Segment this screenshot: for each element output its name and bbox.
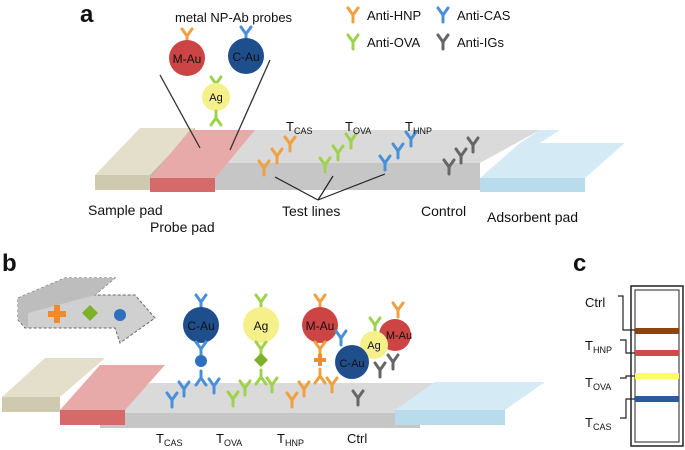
panel-a-label: a xyxy=(80,1,94,28)
panel-c-label: c xyxy=(573,250,586,277)
caption-control: Control xyxy=(421,203,466,219)
legend-a: Anti-HNP Anti-CAS Anti-OVA Anti-IGs xyxy=(346,6,511,51)
legend-item-anti-ova: Anti-OVA xyxy=(346,33,421,51)
sample-pad-a xyxy=(95,128,195,175)
complex-ova: Ag xyxy=(243,293,279,386)
strip-b xyxy=(2,358,545,428)
strip-b-labels: TCAS TOVA THNP Ctrl xyxy=(156,431,367,448)
complex-hnp: M-Au xyxy=(302,293,338,385)
tline-label-hnp: THNP xyxy=(405,119,432,136)
svg-text:Ctrl: Ctrl xyxy=(585,295,605,310)
caption-adsorbent-pad: Adsorbent pad xyxy=(487,209,578,225)
svg-text:Anti-CAS: Anti-CAS xyxy=(457,8,511,23)
legend-item-anti-igs: Anti-IGs xyxy=(436,33,504,51)
anti-igs-icon xyxy=(436,33,450,51)
complex-cas: C-Au xyxy=(183,293,219,387)
caption-probe-pad: Probe pad xyxy=(150,219,215,235)
svg-text:THNP: THNP xyxy=(277,431,304,448)
ova-antigen-icon xyxy=(82,305,98,321)
control-cluster-b: M-Au Ag C-Au xyxy=(334,301,412,407)
svg-text:TOVA: TOVA xyxy=(585,375,611,392)
band-ctrl xyxy=(635,328,679,334)
result-labels: Ctrl THNP TOVA TCAS xyxy=(585,295,635,432)
svg-text:C-Au: C-Au xyxy=(187,319,214,333)
cas-antigen-icon xyxy=(114,309,126,321)
anti-ova-icon xyxy=(346,33,360,51)
band-ova xyxy=(635,373,679,379)
caption-test-lines: Test lines xyxy=(282,203,340,219)
caption-sample-pad: Sample pad xyxy=(88,202,163,218)
anti-hnp-icon xyxy=(346,6,360,24)
tline-label-cas: TCAS xyxy=(286,119,312,136)
svg-text:M-Au: M-Au xyxy=(386,330,412,342)
svg-text:C-Au: C-Au xyxy=(232,50,259,64)
flow-arrow xyxy=(17,277,156,344)
svg-text:TCAS: TCAS xyxy=(585,415,611,432)
legend-item-anti-hnp: Anti-HNP xyxy=(346,6,421,24)
legend-item-anti-cas: Anti-CAS xyxy=(436,6,511,24)
svg-text:TOVA: TOVA xyxy=(345,119,371,136)
probe-pad-a xyxy=(150,130,255,178)
antigen-a: Ag xyxy=(202,75,230,127)
probe-m-au: M-Au xyxy=(169,27,205,76)
hnp-antigen-icon xyxy=(48,305,66,323)
svg-text:THNP: THNP xyxy=(405,119,432,136)
svg-text:TCAS: TCAS xyxy=(286,119,312,136)
probes-title: metal NP-Ab probes xyxy=(175,10,293,25)
probe-c-au: C-Au xyxy=(228,25,264,74)
svg-text:Anti-HNP: Anti-HNP xyxy=(367,8,421,23)
svg-text:Anti-OVA: Anti-OVA xyxy=(367,35,421,50)
sample-pad-b xyxy=(2,358,105,397)
svg-text:M-Au: M-Au xyxy=(173,52,202,66)
adsorbent-pad-b xyxy=(395,382,545,410)
svg-text:TCAS: TCAS xyxy=(156,431,182,448)
anti-cas-icon xyxy=(436,6,450,24)
tline-label-ova: TOVA xyxy=(345,119,371,136)
svg-text:Ag: Ag xyxy=(367,340,380,352)
svg-text:Ag: Ag xyxy=(254,319,269,333)
panel-b-label: b xyxy=(2,250,17,277)
band-cas xyxy=(635,396,679,402)
svg-text:THNP: THNP xyxy=(585,338,612,355)
probe-pad-b xyxy=(60,365,165,410)
svg-text:TOVA: TOVA xyxy=(216,431,242,448)
svg-text:C-Au: C-Au xyxy=(339,358,364,370)
svg-text:Ag: Ag xyxy=(209,92,222,104)
adsorbent-pad-a xyxy=(480,143,625,178)
svg-text:M-Au: M-Au xyxy=(306,319,335,333)
svg-text:Ctrl: Ctrl xyxy=(347,431,367,446)
strip-a xyxy=(95,128,625,192)
result-strip xyxy=(630,285,684,447)
band-hnp xyxy=(635,350,679,356)
svg-text:Anti-IGs: Anti-IGs xyxy=(457,35,504,50)
